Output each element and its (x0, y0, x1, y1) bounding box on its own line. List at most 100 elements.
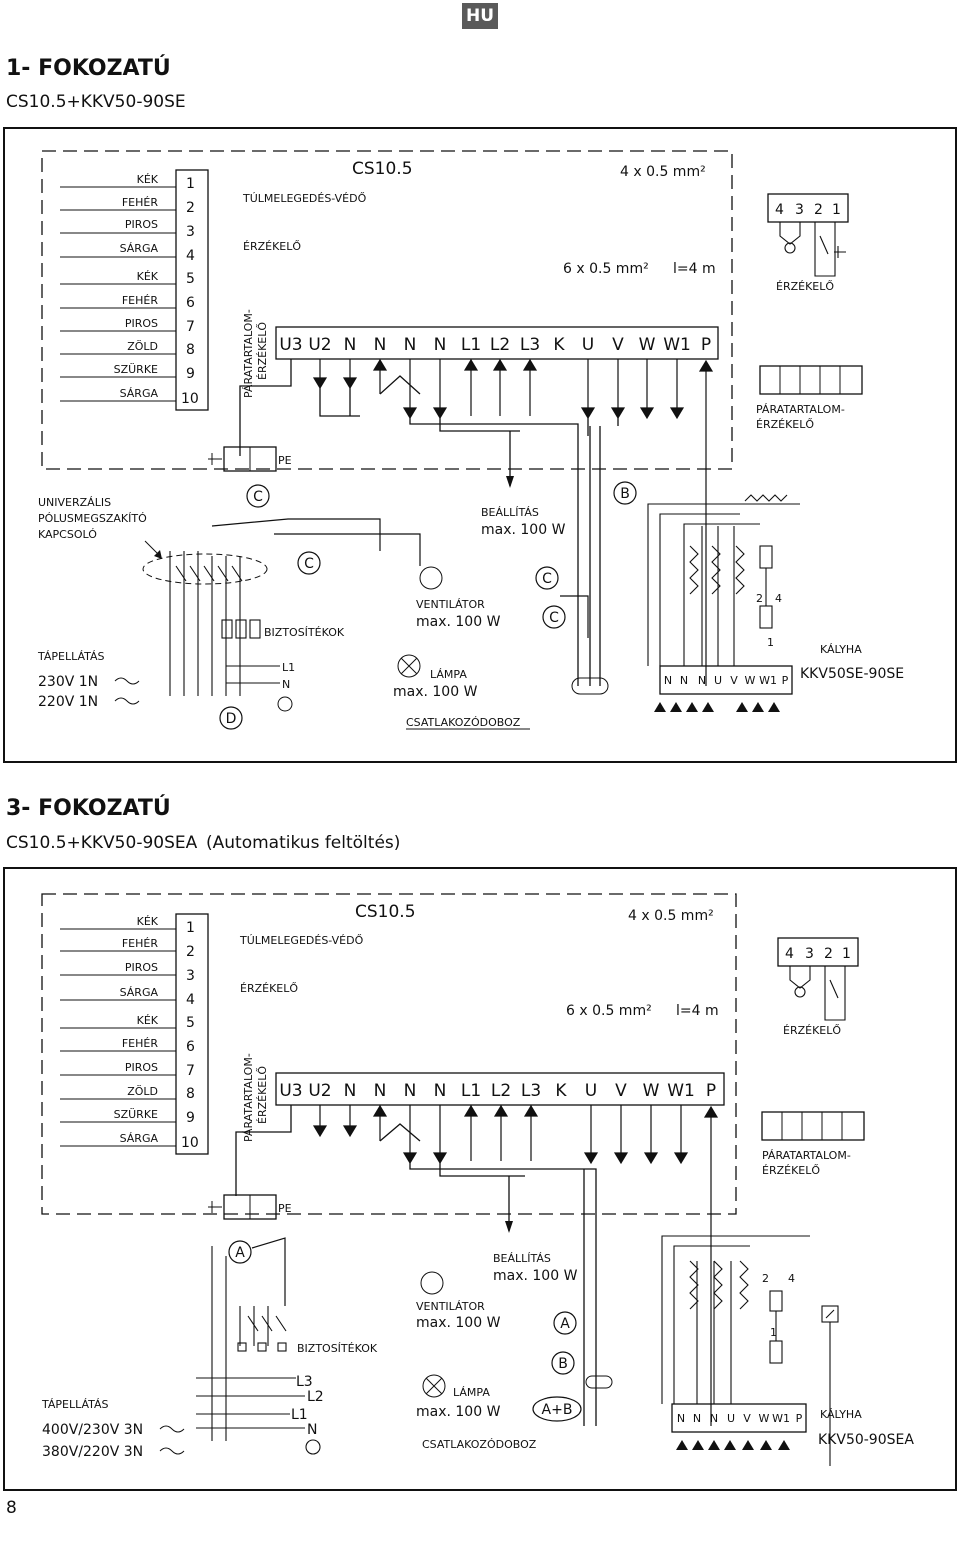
svg-text:U: U (585, 1081, 597, 1101)
svg-text:4: 4 (775, 592, 782, 605)
svg-text:SÁRGA: SÁRGA (120, 242, 159, 255)
svg-text:U: U (714, 674, 722, 687)
svg-text:U3: U3 (279, 1081, 302, 1101)
humidity-label-2: ÉRZÉKELŐ (756, 417, 814, 431)
svg-text:B: B (620, 486, 630, 502)
svg-text:5: 5 (186, 1015, 195, 1031)
svg-text:UNIVERZÁLIS: UNIVERZÁLIS (38, 496, 111, 509)
wire-color-labels: KÉK FEHÉR PIROS SÁRGA KÉK FEHÉR PIROS ZÖ… (114, 915, 159, 1145)
svg-text:6: 6 (186, 1039, 195, 1055)
l2-label: L2 (307, 1389, 324, 1405)
svg-text:U2: U2 (308, 335, 331, 355)
svg-text:N: N (693, 1412, 701, 1425)
unit-label: CS10.5 (355, 902, 416, 922)
lamp-label: LÁMPA (430, 668, 467, 681)
heater-model: KKV50-90SEA (818, 1432, 914, 1448)
svg-text:1: 1 (842, 946, 851, 962)
svg-text:N: N (434, 1081, 447, 1101)
junction-label: CSATLAKOZÓDOBOZ (422, 1438, 537, 1451)
svg-text:4: 4 (186, 992, 195, 1008)
setting-label: BEÁLLÍTÁS (493, 1252, 551, 1265)
svg-text:P: P (706, 1081, 716, 1101)
setting-max: max. 100 W (481, 522, 566, 538)
svg-text:C: C (549, 610, 559, 626)
lamp-icon (422, 1374, 446, 1398)
sensor-pins: 4 3 2 1 (785, 946, 851, 962)
svg-text:V: V (730, 674, 738, 687)
supply-label: TÁPELLÁTÁS (37, 650, 105, 663)
voltage-2: 380V/220V 3N (42, 1444, 143, 1460)
svg-text:1: 1 (767, 636, 774, 649)
svg-text:B: B (558, 1356, 568, 1372)
humidity-vertical-1: PÁRATARTALOM- (242, 309, 255, 398)
svg-text:A+B: A+B (542, 1402, 573, 1418)
svg-text:W1: W1 (663, 335, 691, 355)
humidity-label-1: PÁRATARTALOM- (756, 403, 845, 416)
svg-text:10: 10 (181, 1135, 199, 1151)
n-label: N (307, 1422, 317, 1438)
supply-label: TÁPELLÁTÁS (41, 1398, 109, 1411)
svg-text:U: U (727, 1412, 735, 1425)
humidity-vertical-2: ÉRZÉKELŐ (255, 1066, 269, 1124)
l3-label: L3 (296, 1374, 313, 1390)
section-1-heading: 1- FOKOZATÚ (6, 56, 171, 81)
svg-text:C: C (304, 556, 314, 572)
svg-text:SÁRGA: SÁRGA (120, 986, 159, 999)
svg-text:N: N (664, 674, 672, 687)
svg-text:1: 1 (770, 1326, 777, 1339)
fan-label: VENTILÁTOR (416, 1300, 485, 1313)
svg-text:FEHÉR: FEHÉR (122, 294, 158, 307)
cable-6-label: 6 x 0.5 mm² (566, 1003, 652, 1019)
heater-terminal-block: N N N U V W W1 P (677, 1412, 803, 1425)
heater-label: KÁLYHA (820, 643, 862, 656)
svg-text:KÉK: KÉK (137, 173, 159, 186)
humidity-vertical-1: PÁRATARTALOM- (242, 1053, 255, 1142)
sensor-pins: 4 3 2 1 (775, 202, 841, 218)
svg-text:L1: L1 (461, 1081, 481, 1101)
cable-length-label: l=4 m (673, 261, 716, 277)
svg-text:C: C (253, 489, 263, 505)
svg-text:N: N (698, 674, 706, 687)
svg-text:W: W (643, 1081, 660, 1101)
svg-text:9: 9 (186, 366, 195, 382)
wiring-diagram-2: KÉK FEHÉR PIROS SÁRGA KÉK FEHÉR PIROS ZÖ… (3, 867, 957, 1491)
svg-text:KÉK: KÉK (137, 915, 159, 928)
lamp-max: max. 100 W (416, 1404, 501, 1420)
pe-label: PE (278, 1202, 292, 1215)
fan-max: max. 100 W (416, 1315, 501, 1331)
svg-text:A: A (560, 1316, 570, 1332)
fan-label: VENTILÁTOR (416, 598, 485, 611)
lamp-label: LÁMPA (453, 1386, 490, 1399)
l1-label: L1 (291, 1407, 308, 1423)
svg-text:3: 3 (186, 968, 195, 984)
svg-text:L2: L2 (491, 1081, 511, 1101)
svg-text:3: 3 (805, 946, 814, 962)
svg-text:K: K (555, 1081, 567, 1101)
svg-text:KAPCSOLÓ: KAPCSOLÓ (38, 528, 97, 541)
svg-text:2: 2 (756, 592, 763, 605)
svg-text:L1: L1 (461, 335, 481, 355)
section-1-model: CS10.5+KKV50-90SE (6, 92, 186, 112)
wire-color-labels: KÉK FEHÉR PIROS SÁRGA KÉK FEHÉR PIROS ZÖ… (114, 173, 159, 400)
svg-text:FEHÉR: FEHÉR (122, 937, 158, 950)
svg-text:W1: W1 (759, 674, 777, 687)
svg-text:2: 2 (824, 946, 833, 962)
svg-text:W: W (759, 1412, 770, 1425)
circuit-letters: C C C C D B (226, 486, 630, 727)
svg-text:W: W (639, 335, 656, 355)
overheat-label: TÚLMELEGEDÉS-VÉDŐ (242, 191, 367, 205)
page-number: 8 (6, 1498, 17, 1518)
svg-text:N: N (374, 335, 387, 355)
language-badge: HU (462, 3, 498, 29)
svg-text:N: N (434, 335, 447, 355)
svg-text:PÓLUSMEGSZAKÍTÓ: PÓLUSMEGSZAKÍTÓ (38, 512, 147, 525)
svg-text:8: 8 (186, 342, 195, 358)
voltage-2: 220V 1N (38, 694, 98, 710)
main-terminal-block: U3 U2 N N N N L1 L2 L3 K U V W W1 P (279, 1081, 716, 1101)
sensor-label: ÉRZÉKELŐ (243, 239, 301, 253)
setting-label: BEÁLLÍTÁS (481, 506, 539, 519)
svg-text:L3: L3 (521, 1081, 541, 1101)
svg-text:V: V (743, 1412, 751, 1425)
svg-text:1: 1 (832, 202, 841, 218)
heater-model: KKV50SE-90SE (800, 666, 904, 682)
